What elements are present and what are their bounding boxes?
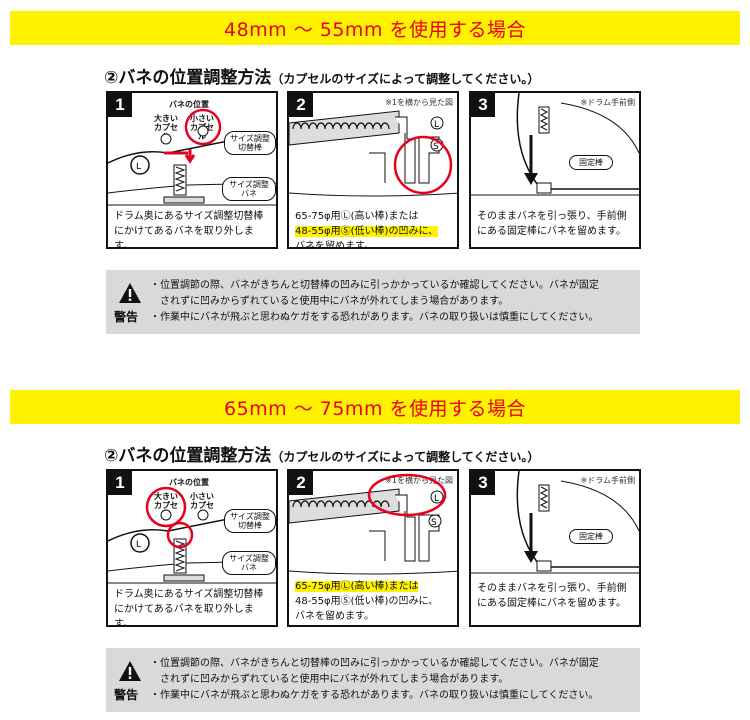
step-1-text: ドラム奥にあるサイズ調整切替棒にかけてあるバネを取り外します。 bbox=[114, 589, 264, 627]
step-number: 3 bbox=[471, 471, 495, 495]
section-heading: ②バネの位置調整方法（カプセルのサイズによって調整してください。） bbox=[104, 441, 704, 466]
step-2-line-2-highlighted: 48-55φ用Ⓢ(低い棒)の凹みに、 bbox=[295, 226, 439, 237]
step-2-text: 65-75φ用Ⓛ(高い棒)または 48-55φ用Ⓢ(低い棒)の凹みに、 バネを留… bbox=[295, 579, 453, 624]
step-2-line-1: 65-75φ用Ⓛ(高い棒)または bbox=[295, 211, 419, 222]
warning-line-2: されずに凹みからずれていると使用中にバネが外れてしまう場合があります。 bbox=[150, 674, 509, 685]
warning-line-3: ・作業中にバネが飛ぶと思わぬケガをする恐れがあります。バネの取り扱いは慎重にして… bbox=[150, 690, 599, 701]
section-65-75: 65mm ～ 75mm を使用する場合 ②バネの位置調整方法（カプセルのサイズに… bbox=[0, 378, 750, 720]
drum-back-illustration: L bbox=[108, 132, 276, 206]
red-circle-s: S L bbox=[393, 116, 453, 195]
step-number: 3 bbox=[471, 93, 495, 117]
red-circle-small bbox=[160, 108, 222, 164]
heading-subtitle: （カプセルのサイズによって調整してください。） bbox=[271, 72, 540, 86]
warning-icon bbox=[119, 661, 141, 681]
spring-position-title: バネの位置 bbox=[169, 100, 209, 109]
step-2-line-3: バネを留めます。 bbox=[295, 611, 374, 622]
warning-line-3: ・作業中にバネが飛ぶと思わぬケガをする恐れがあります。バネの取り扱いは慎重にして… bbox=[150, 312, 599, 323]
step-2-line-1-highlighted: 65-75φ用Ⓛ(高い棒)または bbox=[295, 581, 419, 592]
step-number: 1 bbox=[108, 471, 132, 495]
section-banner: 65mm ～ 75mm を使用する場合 bbox=[10, 390, 740, 424]
size-lever-label: サイズ調整 切替棒 bbox=[224, 131, 276, 156]
warning-label: 警告 bbox=[114, 688, 139, 702]
step-3-text: そのままバネを引っ張り、手前側にある固定棒にバネを留めます。 bbox=[477, 211, 627, 237]
spring-position-title: バネの位置 bbox=[169, 478, 209, 487]
step-2-text: 65-75φ用Ⓛ(高い棒)または 48-55φ用Ⓢ(低い棒)の凹みに、 バネを留… bbox=[295, 209, 453, 249]
step-2-line-2: 48-55φ用Ⓢ(低い棒)の凹みに、 bbox=[295, 596, 439, 607]
svg-text:L: L bbox=[136, 540, 141, 550]
drum-front-illustration bbox=[471, 93, 639, 196]
svg-text:L: L bbox=[136, 162, 141, 172]
warning-box: 警告 ・位置調節の際、バネがきちんと切替棒の凹みに引っかかっているか確認してくだ… bbox=[106, 648, 640, 712]
step-panel-2: 2 ※1を横から見た図 L S 65-75φ用Ⓛ(高い棒)または 48-55φ用… bbox=[287, 469, 459, 627]
step-number: 1 bbox=[108, 93, 132, 117]
svg-text:L: L bbox=[434, 494, 439, 504]
step-panel-3: 3 ※ドラム手前側 固定棒 そのままバネを引っ張り、手前側にある固定棒にバネを留… bbox=[469, 91, 641, 249]
fixed-rod-label: 固定棒 bbox=[569, 529, 613, 545]
section-48-55: 48mm ～ 55mm を使用する場合 ②バネの位置調整方法（カプセルのサイズに… bbox=[10, 11, 740, 334]
side-view-note: ※1を横から見た図 bbox=[385, 98, 453, 107]
step-1-text: ドラム奥にあるサイズ調整切替棒にかけてあるバネを取り外します。 bbox=[114, 211, 264, 249]
red-circle-l: L S bbox=[367, 473, 447, 528]
svg-text:L: L bbox=[434, 120, 439, 130]
size-lever-label: サイズ調整 切替棒 bbox=[224, 509, 276, 534]
warning-icon bbox=[119, 283, 141, 303]
warning-box: 警告 ・位置調節の際、バネがきちんと切替棒の凹みに引っかかっているか確認してくだ… bbox=[106, 270, 640, 334]
section-heading: ②バネの位置調整方法（カプセルのサイズによって調整してください。） bbox=[104, 63, 704, 88]
heading-title: ②バネの位置調整方法 bbox=[104, 68, 272, 88]
warning-line-1: ・位置調節の際、バネがきちんと切替棒の凹みに引っかかっているか確認してください。… bbox=[150, 658, 599, 669]
heading-title: ②バネの位置調整方法 bbox=[104, 446, 272, 466]
step-panel-3: 3 ※ドラム手前側 固定棒 そのままバネを引っ張り、手前側にある固定棒にバネを留… bbox=[469, 469, 641, 627]
drum-front-illustration bbox=[471, 471, 639, 574]
size-spring-label: サイズ調整 バネ bbox=[222, 551, 276, 576]
svg-text:S: S bbox=[431, 518, 437, 528]
red-circle-large bbox=[145, 486, 209, 549]
svg-text:S: S bbox=[433, 142, 439, 152]
section-banner: 48mm ～ 55mm を使用する場合 bbox=[10, 11, 740, 45]
drum-front-note: ※ドラム手前側 bbox=[580, 98, 635, 107]
step-number: 2 bbox=[289, 471, 313, 495]
warning-text: ・位置調節の際、バネがきちんと切替棒の凹みに引っかかっているか確認してください。… bbox=[150, 278, 599, 326]
side-view-note: ※1を横から見た図 bbox=[385, 476, 453, 485]
size-spring-label: サイズ調整 バネ bbox=[222, 177, 276, 202]
step-panel-1: 1 L バネの位置 大きい カプセル 小さい カプセル サイズ調整 切替棒 サイ… bbox=[106, 91, 278, 249]
warning-text: ・位置調節の際、バネがきちんと切替棒の凹みに引っかかっているか確認してください。… bbox=[150, 656, 599, 704]
step-number: 2 bbox=[289, 93, 313, 117]
warning-line-2: されずに凹みからずれていると使用中にバネが外れてしまう場合があります。 bbox=[150, 296, 509, 307]
step-3-text: そのままバネを引っ張り、手前側にある固定棒にバネを留めます。 bbox=[477, 583, 627, 609]
drum-front-note: ※ドラム手前側 bbox=[580, 476, 635, 485]
step-panel-1: 1 L バネの位置 大きい カプセル 小さい カプセル サイズ調整 切替棒 サイ… bbox=[106, 469, 278, 627]
warning-line-1: ・位置調節の際、バネがきちんと切替棒の凹みに引っかかっているか確認してください。… bbox=[150, 280, 599, 291]
heading-subtitle: （カプセルのサイズによって調整してください。） bbox=[271, 450, 540, 464]
step-panel-2: 2 ※1を横から見た図 S L 65-75φ用Ⓛ(高い棒)または 48-55φ用… bbox=[287, 91, 459, 249]
warning-label: 警告 bbox=[114, 310, 139, 324]
fixed-rod-label: 固定棒 bbox=[569, 155, 613, 171]
step-2-line-3: バネを留めます。 bbox=[295, 241, 374, 249]
